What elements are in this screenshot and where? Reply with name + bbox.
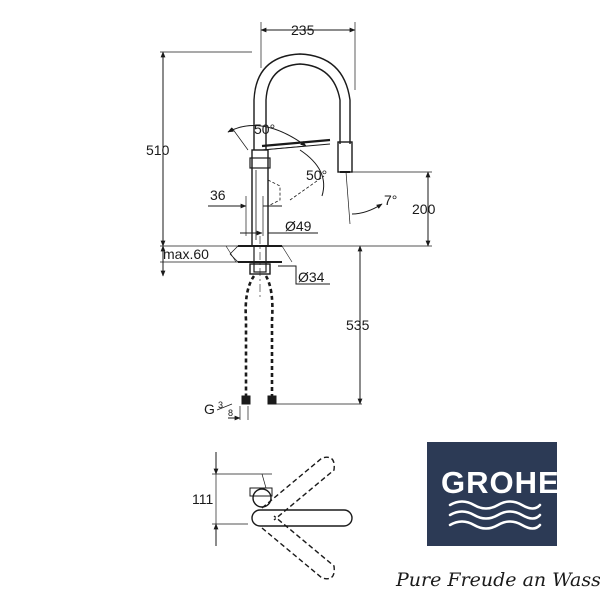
- arc-angle-50-spray: [299, 149, 325, 197]
- arc-angle-7: [351, 203, 383, 215]
- label-7-deg: 7°: [384, 192, 397, 208]
- arc-angle-50-top: [227, 125, 307, 147]
- plan-view: [212, 452, 353, 580]
- brand-tagline: Pure Freude an Wasser: [395, 569, 600, 591]
- label-510: 510: [146, 142, 170, 158]
- leader-d34: [278, 265, 330, 285]
- side-elevation: [160, 22, 432, 421]
- label-111: 111: [192, 491, 213, 507]
- label-thread-num: 3: [218, 400, 223, 410]
- label-max60: max.60: [163, 246, 209, 262]
- label-200: 200: [412, 201, 436, 217]
- label-angle-50-spray: 50°: [306, 167, 327, 183]
- label-thread-g: G: [204, 401, 215, 417]
- label-thread-den: 8: [228, 408, 233, 418]
- label-angle-50-top: 50°: [254, 121, 275, 137]
- label-535: 535: [346, 317, 370, 333]
- wave-icon: [448, 500, 542, 530]
- label-d49: Ø49: [285, 218, 312, 234]
- label-36: 36: [210, 187, 226, 203]
- label-235: 235: [291, 22, 315, 38]
- logo-wordmark: GROHE: [441, 465, 560, 500]
- grohe-logo: GROHE: [427, 442, 560, 546]
- label-d34: Ø34: [298, 269, 325, 285]
